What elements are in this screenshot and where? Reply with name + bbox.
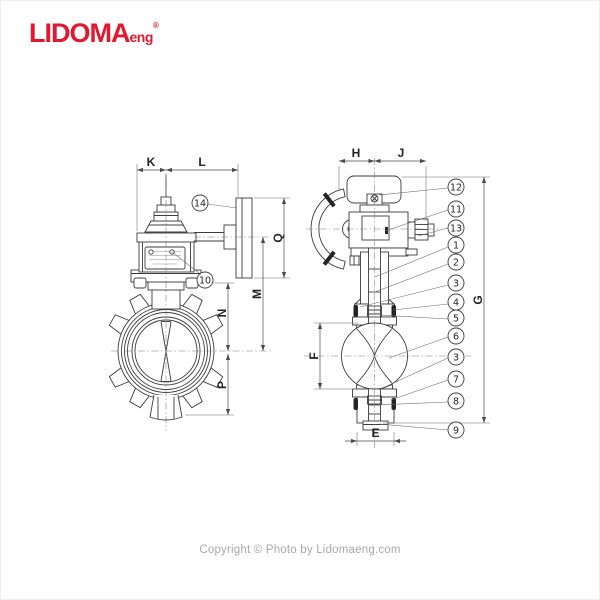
- gear-operator: [130, 175, 202, 289]
- top-cover: [346, 175, 402, 213]
- handwheel-side-view: [194, 197, 253, 279]
- callout-3: 3: [453, 279, 459, 290]
- callout-4: 4: [453, 298, 459, 309]
- callout-8: 8: [453, 397, 459, 408]
- section-view-dimensions: H J G F: [307, 146, 490, 446]
- dim-label-m: M: [250, 289, 264, 299]
- dim-label-g: G: [471, 295, 485, 304]
- section-view-leaders: [359, 187, 449, 431]
- dim-label-p: P: [215, 381, 229, 389]
- dim-label-l: L: [198, 155, 205, 169]
- callout-12: 12: [450, 183, 462, 194]
- callout-1: 1: [453, 241, 459, 252]
- front-view: K L Q M N: [107, 155, 290, 431]
- dim-label-k: K: [147, 155, 156, 169]
- callout-7: 7: [453, 375, 459, 386]
- lidoma-logo: LIDOMAeng®: [29, 18, 159, 49]
- callout-6: 6: [453, 332, 459, 343]
- registered-mark-icon: ®: [152, 21, 159, 30]
- copyright-text: Copyright © Photo by Lidomaeng.com: [199, 544, 401, 556]
- dim-label-e: E: [371, 426, 379, 440]
- front-view-dimensions: K L Q M N: [136, 155, 290, 416]
- callout-2: 2: [453, 258, 459, 269]
- front-view-callouts: 14 10: [171, 194, 238, 289]
- callout-circle-14: [191, 194, 209, 212]
- callout-9: 9: [453, 426, 459, 437]
- callout-5: 5: [453, 314, 459, 325]
- dim-label-h: H: [352, 146, 361, 160]
- input-shaft-housing: [407, 218, 435, 241]
- dim-label-n: N: [215, 309, 229, 318]
- callout-circle-10: [196, 271, 214, 289]
- logo-text: LIDOMA: [29, 18, 130, 48]
- logo-sub-text: eng: [129, 29, 153, 45]
- callout-14: 14: [194, 199, 206, 210]
- nameplate: [144, 246, 186, 270]
- dim-label-q: Q: [271, 233, 285, 242]
- section-view-callouts: 12 11 13 1 2 3 4 5 6 3 7: [447, 178, 465, 439]
- callout-3b: 3: [453, 353, 459, 364]
- callout-11: 11: [450, 205, 462, 216]
- dim-label-f: F: [307, 352, 321, 359]
- dim-label-j: J: [398, 146, 405, 160]
- section-view: H J G F: [304, 146, 490, 448]
- callout-10: 10: [199, 276, 211, 287]
- callout-13: 13: [450, 224, 462, 235]
